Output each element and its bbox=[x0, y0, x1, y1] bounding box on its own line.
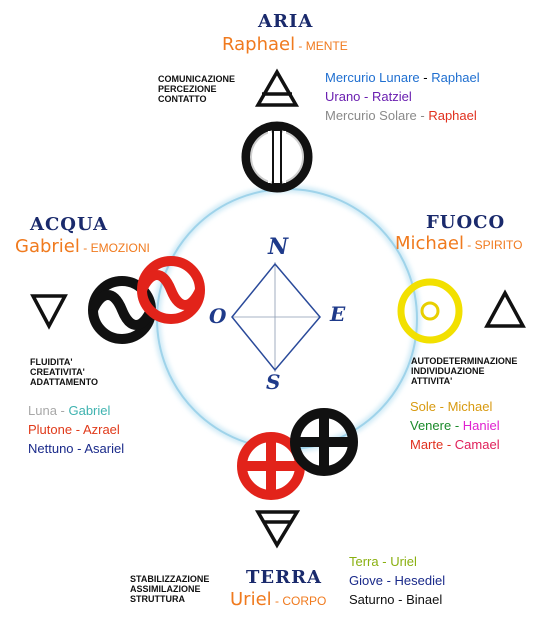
compass-diamond bbox=[231, 262, 321, 372]
planet-name: Mercurio Solare bbox=[325, 108, 417, 123]
terra-qualities: STABILIZZAZIONE ASSIMILAZIONE STRUTTURA bbox=[130, 574, 209, 604]
fuoco-quality: AUTODETERMINAZIONE bbox=[411, 356, 518, 366]
planet-name: Nettuno bbox=[28, 441, 74, 456]
fuoco-faculty: SPIRITO bbox=[474, 238, 523, 252]
terra-correspondence-row: Terra - Uriel bbox=[349, 554, 417, 569]
aria-title: ARIA bbox=[258, 11, 314, 32]
terra-quality: STRUTTURA bbox=[130, 594, 185, 604]
acqua-faculty: EMOZIONI bbox=[90, 241, 150, 255]
compass-east: E bbox=[330, 302, 346, 326]
aria-quality: CONTATTO bbox=[158, 94, 207, 104]
earth-triangle-icon bbox=[254, 510, 301, 549]
fuoco-heading: Michael - SPIRITO bbox=[395, 233, 522, 254]
acqua-quality: FLUIDITA' bbox=[30, 357, 73, 367]
acqua-correspondence-row: Luna - Gabriel bbox=[28, 403, 111, 418]
planet-angel: Uriel bbox=[390, 554, 417, 569]
fuoco-title: FUOCO bbox=[426, 212, 506, 233]
planet-name: Saturno bbox=[349, 592, 395, 607]
planet-name: Mercurio Lunare bbox=[325, 70, 420, 85]
earth-symbol-icon bbox=[237, 408, 358, 500]
aria-heading: Raphael - MENTE bbox=[222, 34, 348, 55]
aria-quality: PERCEZIONE bbox=[158, 84, 217, 94]
fuoco-quality: ATTIVITA' bbox=[411, 376, 453, 386]
acqua-title: ACQUA bbox=[30, 214, 109, 235]
fuoco-qualities: AUTODETERMINAZIONE INDIVIDUAZIONE ATTIVI… bbox=[411, 356, 517, 386]
planet-angel: Camael bbox=[454, 437, 500, 452]
planet-angel: Michael bbox=[447, 399, 493, 414]
fuoco-angel: Michael bbox=[395, 233, 464, 254]
fire-triangle-icon bbox=[484, 289, 526, 328]
planet-angel: Raphael bbox=[428, 108, 477, 123]
planet-angel: Gabriel bbox=[68, 403, 111, 418]
central-circle-glow bbox=[153, 185, 421, 453]
aria-correspondence-row: Mercurio Solare - Raphael bbox=[325, 108, 477, 123]
planet-name: Terra bbox=[349, 554, 379, 569]
fuoco-separator: - bbox=[463, 238, 475, 252]
aria-qualities: COMUNICAZIONE PERCEZIONE CONTATTO bbox=[158, 74, 235, 104]
air-symbol-icon bbox=[241, 121, 313, 193]
planet-name: Luna bbox=[28, 403, 57, 418]
aria-quality: COMUNICAZIONE bbox=[158, 74, 235, 84]
terra-quality: ASSIMILAZIONE bbox=[130, 584, 201, 594]
terra-correspondence-row: Giove - Hesediel bbox=[349, 573, 446, 588]
planet-angel: Raphael bbox=[431, 70, 480, 85]
aria-correspondence-row: Urano - Ratziel bbox=[325, 89, 412, 104]
planet-angel: Hesediel bbox=[394, 573, 446, 588]
planet-angel: Haniel bbox=[462, 418, 500, 433]
terra-heading: Uriel - CORPO bbox=[230, 589, 326, 610]
aria-correspondence-row: Mercurio Lunare - Raphael bbox=[325, 70, 480, 85]
acqua-correspondences: Luna - Gabriel Plutone - Azrael Nettuno … bbox=[28, 401, 124, 458]
water-symbol-icon bbox=[88, 256, 205, 344]
water-triangle-icon bbox=[30, 294, 68, 330]
aria-angel: Raphael bbox=[222, 34, 296, 55]
terra-correspondence-row: Saturno - Binael bbox=[349, 592, 443, 607]
terra-title: TERRA bbox=[246, 567, 322, 588]
planet-name: Sole bbox=[410, 399, 437, 414]
terra-faculty: CORPO bbox=[282, 594, 327, 608]
acqua-correspondence-row: Plutone - Azrael bbox=[28, 422, 120, 437]
planet-angel: Binael bbox=[406, 592, 443, 607]
air-triangle-icon bbox=[254, 68, 300, 107]
fuoco-correspondence-row: Marte - Camael bbox=[410, 437, 500, 452]
planet-angel: Asariel bbox=[84, 441, 125, 456]
acqua-heading: Gabriel - EMOZIONI bbox=[15, 236, 150, 257]
acqua-quality: ADATTAMENTO bbox=[30, 377, 98, 387]
aria-correspondences: Mercurio Lunare - Raphael Urano - Ratzie… bbox=[325, 68, 480, 125]
fire-symbol-icon bbox=[397, 278, 463, 344]
aria-faculty: MENTE bbox=[305, 39, 348, 53]
compass-south: S bbox=[266, 370, 281, 394]
acqua-separator: - bbox=[79, 241, 91, 255]
aria-separator: - bbox=[295, 39, 306, 53]
fuoco-correspondences: Sole - Michael Venere - Haniel Marte - C… bbox=[410, 397, 500, 454]
planet-name: Plutone bbox=[28, 422, 73, 437]
planet-name: Marte bbox=[410, 437, 444, 452]
fuoco-correspondence-row: Sole - Michael bbox=[410, 399, 493, 414]
terra-quality: STABILIZZAZIONE bbox=[130, 574, 210, 584]
acqua-angel: Gabriel bbox=[15, 236, 80, 257]
compass-west: O bbox=[209, 304, 227, 328]
compass bbox=[231, 262, 321, 372]
planet-name: Urano bbox=[325, 89, 361, 104]
planet-angel: Ratziel bbox=[371, 89, 412, 104]
acqua-quality: CREATIVITA' bbox=[30, 367, 85, 377]
planet-angel: Azrael bbox=[82, 422, 120, 437]
terra-angel: Uriel bbox=[230, 589, 272, 610]
acqua-qualities: FLUIDITA' CREATIVITA' ADATTAMENTO bbox=[30, 357, 98, 387]
acqua-correspondence-row: Nettuno - Asariel bbox=[28, 441, 125, 456]
terra-correspondences: Terra - Uriel Giove - Hesediel Saturno -… bbox=[349, 552, 445, 609]
planet-name: Giove bbox=[349, 573, 383, 588]
fuoco-quality: INDIVIDUAZIONE bbox=[411, 366, 485, 376]
planet-name: Venere bbox=[410, 418, 452, 433]
compass-north: N bbox=[268, 234, 289, 260]
terra-separator: - bbox=[271, 594, 283, 608]
fuoco-correspondence-row: Venere - Haniel bbox=[410, 418, 500, 433]
